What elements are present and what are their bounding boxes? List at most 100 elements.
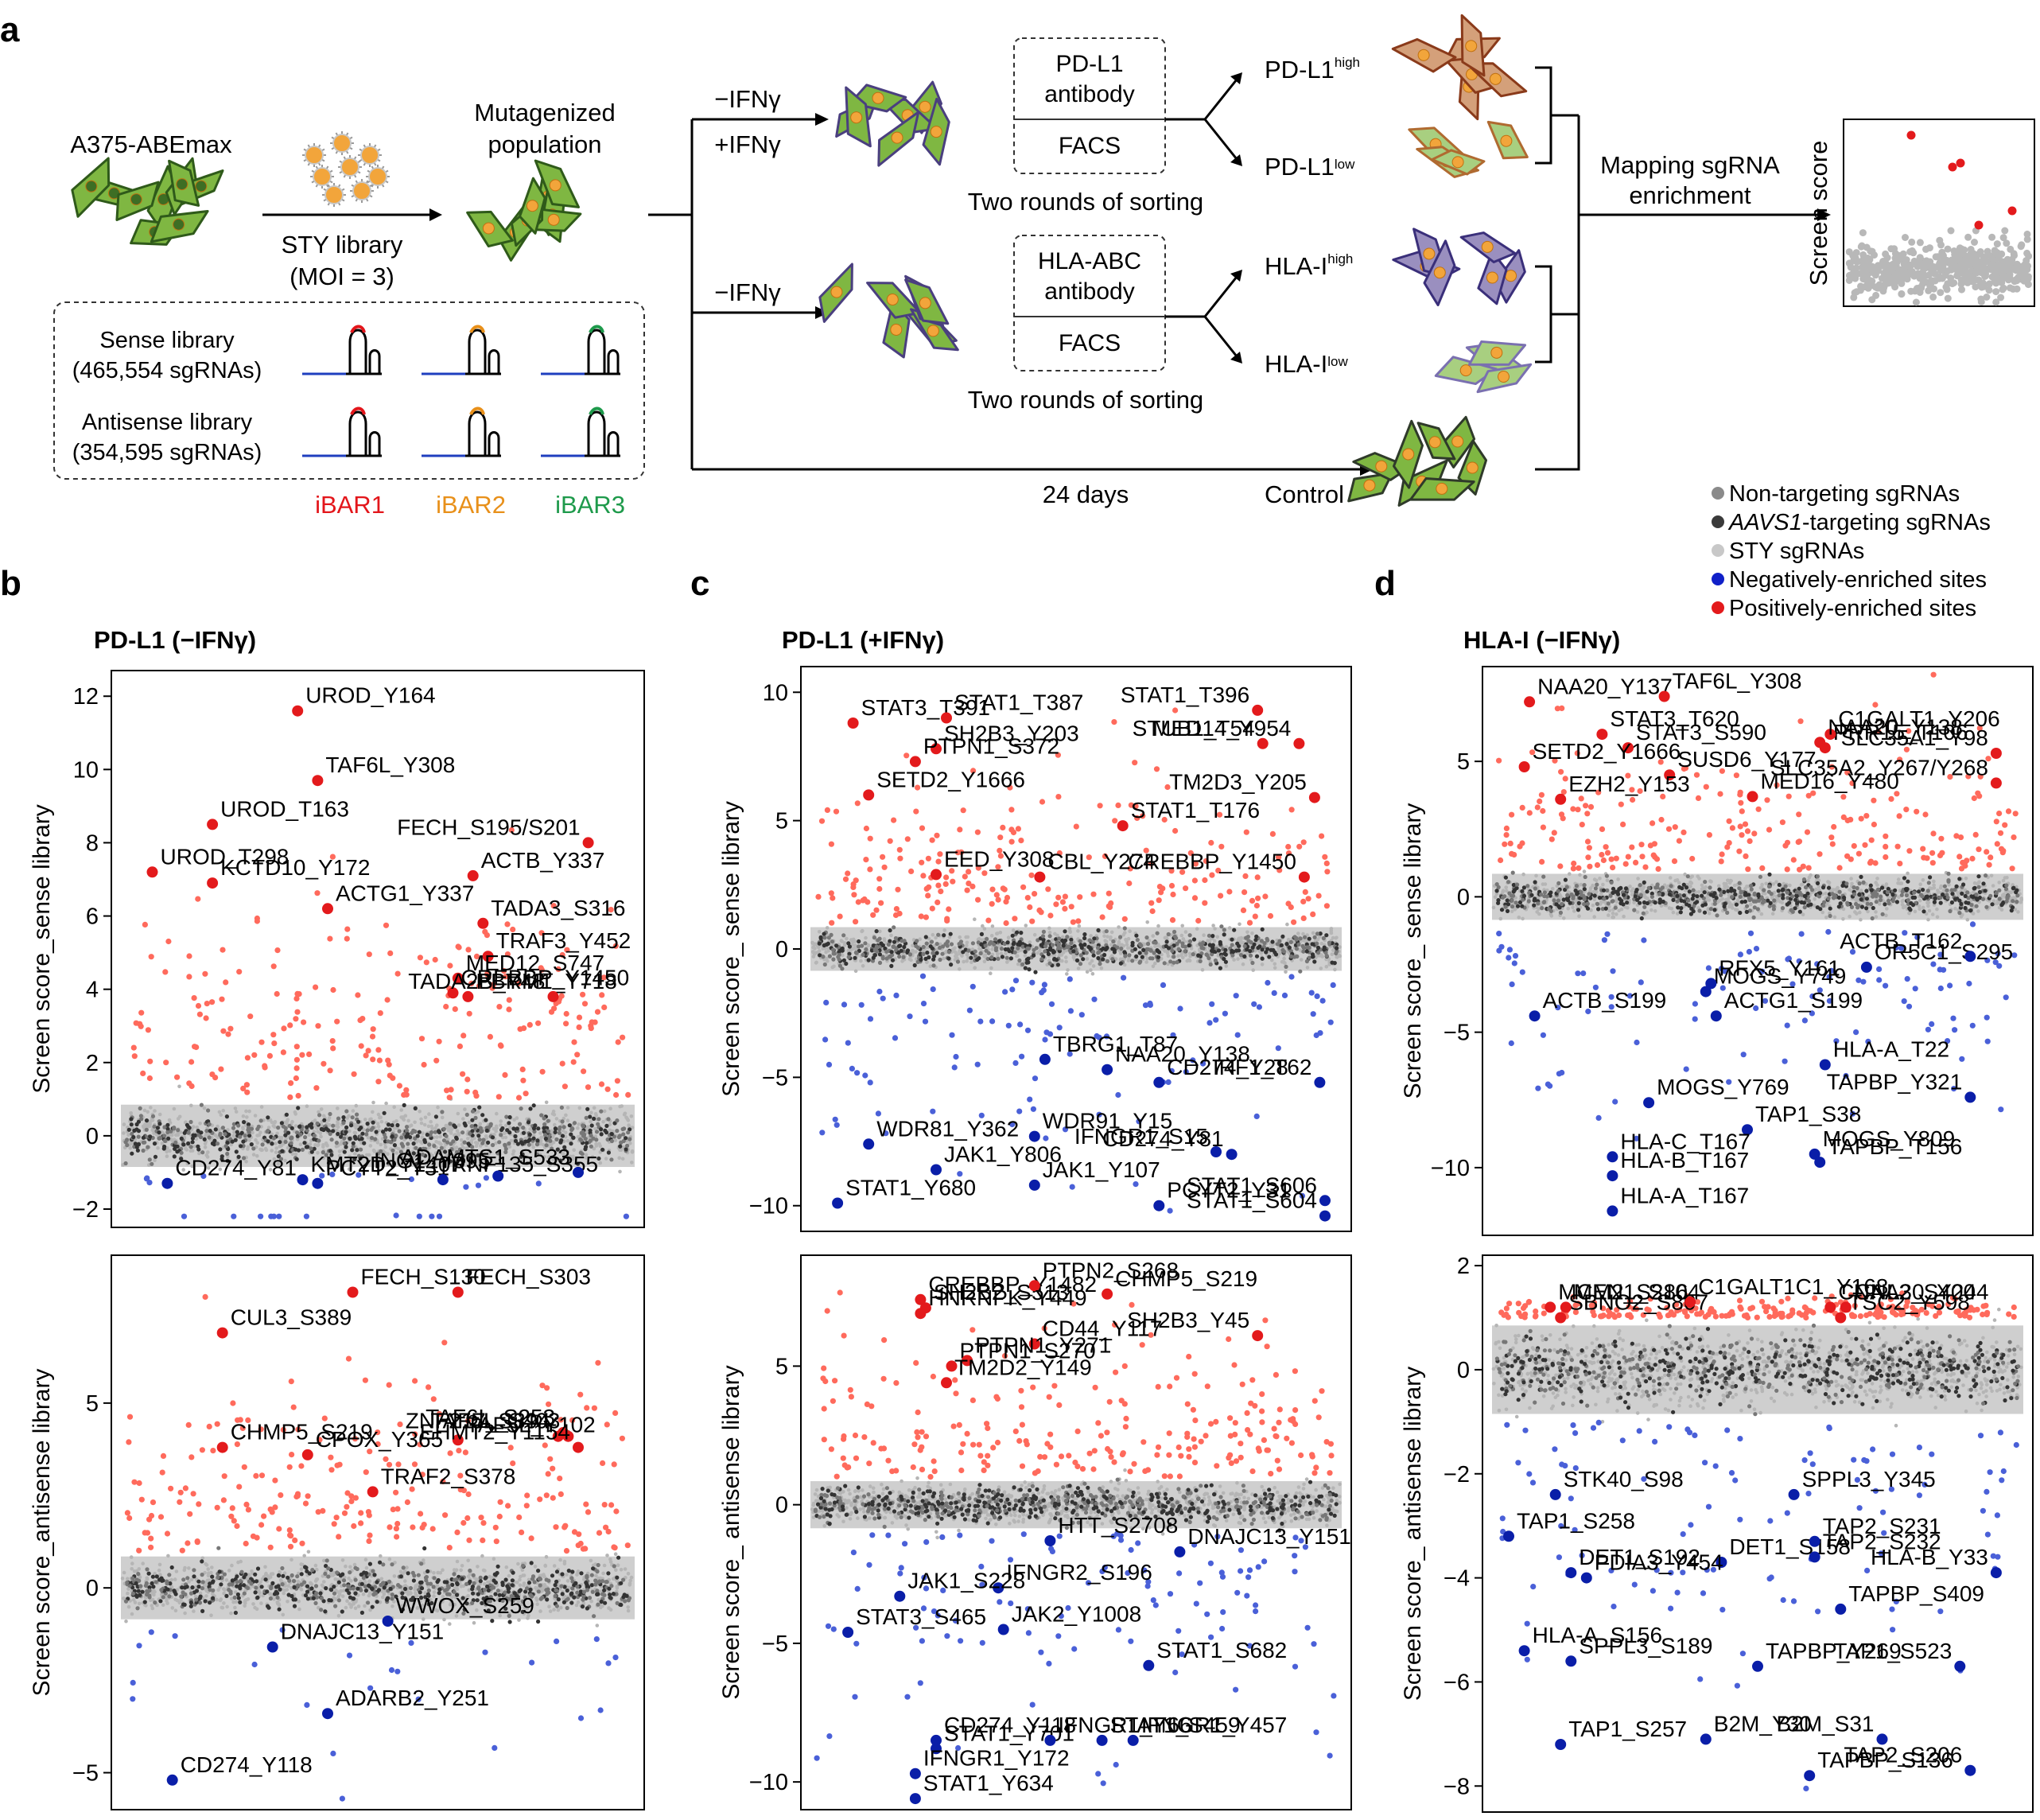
- hit-label: KCTD10_Y172: [220, 855, 370, 880]
- control-point: [542, 1126, 546, 1130]
- sty-point: [468, 1121, 472, 1125]
- control-point: [136, 1572, 140, 1576]
- mini-point: [1964, 234, 1972, 241]
- split-2-up: [1205, 277, 1237, 317]
- sty-point: [1145, 920, 1149, 924]
- hit-point: [147, 866, 158, 877]
- control-point: [468, 1569, 472, 1573]
- sty-point: [138, 1602, 142, 1606]
- sty-point: [616, 1563, 620, 1567]
- control-point: [362, 1141, 366, 1145]
- control-point: [392, 1138, 396, 1141]
- control-point: [440, 1110, 444, 1114]
- sty-point: [282, 1613, 286, 1617]
- control-point: [130, 1577, 134, 1581]
- control-point: [366, 1600, 370, 1604]
- sty-point: [534, 1565, 538, 1569]
- control-point: [504, 1577, 508, 1581]
- positive-point: [251, 1052, 257, 1058]
- positive-point: [599, 1081, 604, 1087]
- sty-point: [189, 1149, 193, 1153]
- legend-label: STY sgRNAs: [1729, 539, 1864, 564]
- mini-point: [1907, 262, 1914, 269]
- control-point: [595, 1589, 599, 1592]
- sty-point: [624, 1567, 628, 1571]
- sty-point: [433, 1126, 437, 1130]
- positive-point: [219, 997, 224, 1002]
- mini-point: [1957, 257, 1964, 264]
- sty-point: [958, 935, 962, 939]
- positive-point: [287, 1527, 293, 1533]
- control-point: [399, 1136, 403, 1140]
- positive-point: [410, 1524, 415, 1530]
- control-point: [235, 1580, 239, 1584]
- control-point: [157, 1137, 161, 1141]
- positive-point: [613, 1508, 619, 1514]
- control-point: [527, 1120, 530, 1124]
- control-point: [360, 1611, 364, 1615]
- positive-point: [507, 998, 512, 1003]
- control-point: [583, 1147, 587, 1151]
- ibar1-label: iBAR1: [315, 491, 385, 519]
- sty-point: [864, 936, 868, 940]
- control-point: [409, 1586, 413, 1590]
- positive-point: [291, 1405, 297, 1410]
- control-point: [575, 1591, 579, 1595]
- sty-point: [210, 1565, 214, 1569]
- sty-point: [1007, 935, 1011, 939]
- control-point: [153, 1141, 157, 1145]
- control-point: [221, 1126, 225, 1130]
- positive-point: [613, 1092, 619, 1098]
- control-point: [269, 1596, 273, 1600]
- control-point: [347, 1591, 351, 1595]
- control-point: [484, 1118, 488, 1122]
- mini-point: [1912, 272, 1919, 279]
- sty-point: [184, 1147, 188, 1151]
- sty-point: [168, 1118, 172, 1122]
- control-point: [442, 1127, 446, 1131]
- mini-point: [1986, 286, 1993, 294]
- control-point: [286, 1576, 289, 1580]
- sty-point: [247, 1597, 251, 1601]
- control-point: [318, 1591, 322, 1595]
- sty-point: [495, 1112, 499, 1116]
- sty-point: [832, 965, 836, 969]
- positive-point: [298, 1463, 304, 1468]
- control-point: [137, 1135, 141, 1139]
- positive-point: [377, 1058, 383, 1064]
- negative-point: [429, 1214, 434, 1219]
- positive-point: [246, 1507, 251, 1512]
- control-point: [573, 1581, 577, 1585]
- positive-point: [335, 1463, 340, 1468]
- mini-point: [1859, 229, 1867, 236]
- positive-point: [524, 1492, 530, 1498]
- control-point: [332, 1585, 336, 1589]
- control-point: [371, 1121, 375, 1125]
- control-point: [185, 1576, 189, 1580]
- sty-point: [158, 1563, 162, 1567]
- positive-point: [363, 1052, 369, 1058]
- control-cells: [1341, 412, 1487, 512]
- positive-point: [299, 1541, 305, 1546]
- control-point: [251, 1146, 255, 1150]
- control-point: [270, 1141, 274, 1145]
- sty-point: [466, 1137, 470, 1141]
- control-point: [596, 1603, 600, 1607]
- y-tick-label: 0: [86, 1124, 99, 1149]
- positive-point: [448, 1450, 453, 1456]
- control-point: [519, 1588, 523, 1592]
- sty-point: [156, 1146, 160, 1150]
- sty-point: [492, 1557, 496, 1561]
- sty-point: [122, 1131, 126, 1135]
- sty-point: [911, 949, 915, 953]
- control-point: [532, 1137, 536, 1141]
- sty-point: [227, 1569, 231, 1573]
- negative-point: [417, 1214, 422, 1219]
- control-point: [420, 1581, 424, 1585]
- control-point: [134, 1581, 138, 1585]
- positive-point: [253, 1473, 258, 1479]
- control-point: [499, 1133, 503, 1137]
- control-point: [370, 1136, 374, 1140]
- sty-point: [559, 1606, 563, 1610]
- sty-point: [818, 930, 822, 934]
